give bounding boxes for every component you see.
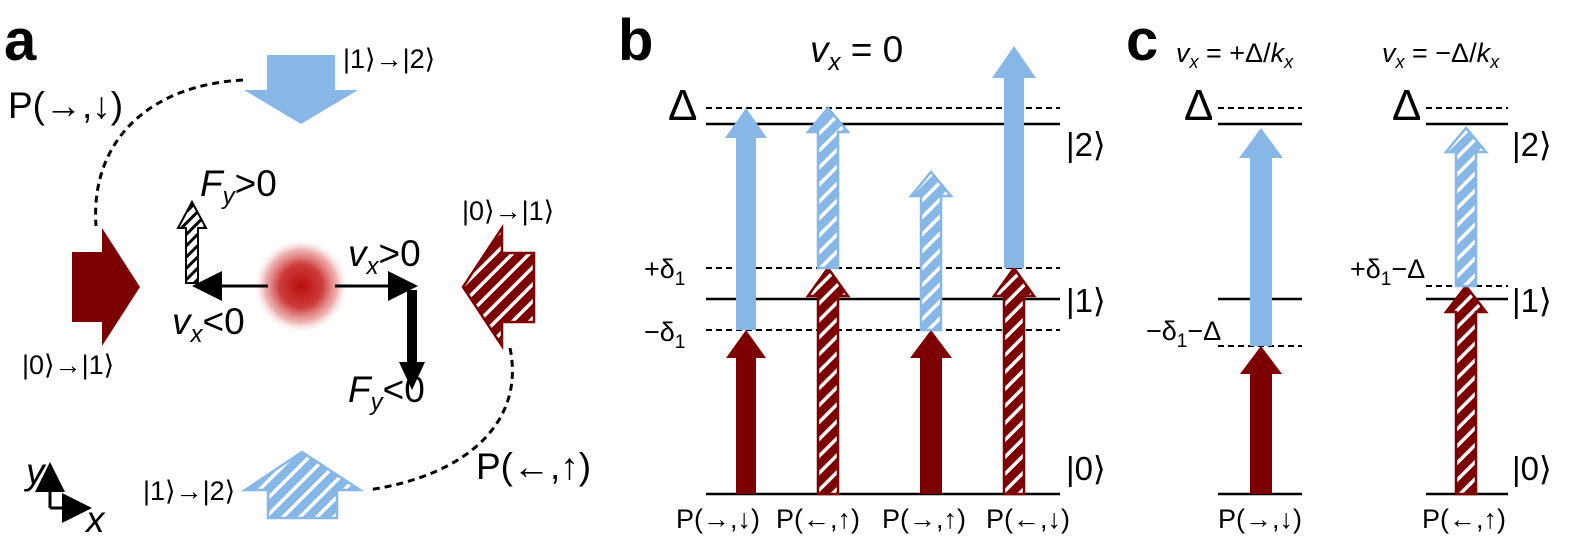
beam-top-label: |1⟩→|2⟩ — [343, 44, 435, 74]
c-right-column-label: P(←,↑) — [1422, 504, 1506, 534]
beam-left-solid-red — [72, 228, 140, 346]
panel-b-title: vx = 0 — [810, 29, 903, 76]
c-right-detuning-label: +δ1−Δ — [1350, 254, 1425, 290]
c-state-2-label: |2⟩ — [1512, 126, 1552, 163]
state-0-label: |0⟩ — [1066, 450, 1106, 487]
force-down-solid-arrow — [399, 290, 425, 390]
force-down-label: Fy<0 — [348, 369, 425, 416]
panel-a: a |1⟩→|2⟩ |0⟩→|1⟩ |0⟩→|1⟩ |1⟩→|2⟩ P(→,↓)… — [4, 8, 591, 540]
beam-left-label: |0⟩→|1⟩ — [22, 350, 114, 380]
col1-label: P(→,↓) — [676, 504, 760, 534]
col3-hatched-blue-arrow — [908, 170, 954, 332]
col1-red-arrow — [726, 330, 766, 494]
panel-c-letter: c — [1126, 8, 1158, 73]
path-top-label: P(→,↓) — [8, 85, 123, 126]
atom — [253, 238, 349, 334]
panel-c-title-left: vx = +Δ/kx — [1176, 38, 1294, 72]
col2-hatched-blue-arrow — [805, 106, 851, 270]
panel-c: c vx = +Δ/kx vx = −Δ/kx Δ −δ1−Δ P(→,↓) Δ… — [1126, 8, 1552, 534]
beam-bottom-label: |1⟩→|2⟩ — [143, 476, 235, 506]
path-bottom-dashed — [367, 347, 514, 492]
path-bottom-label: P(←,↑) — [476, 446, 591, 487]
beam-right-hatched-red — [461, 223, 536, 351]
col3-red-arrow — [910, 330, 952, 494]
c-right-delta-label: Δ — [1392, 81, 1421, 130]
col1-blue-arrow — [725, 108, 767, 330]
c-left-detuning-label: −δ1−Δ — [1146, 316, 1221, 352]
panel-a-letter: a — [4, 8, 37, 73]
axis-y-label: y — [23, 451, 47, 492]
c-right-hatched-red-arrow — [1443, 283, 1489, 496]
col2-hatched-red-arrow — [805, 265, 851, 496]
beam-bottom-hatched-blue — [240, 450, 365, 520]
state-2-label: |2⟩ — [1066, 126, 1106, 163]
col4-blue-arrow — [992, 46, 1036, 268]
delta-label: Δ — [668, 81, 697, 130]
c-left-blue-arrow — [1239, 128, 1283, 346]
plus-delta1-label: +δ1 — [644, 254, 685, 290]
col3-label: P(→,↑) — [882, 504, 966, 534]
col4-label: P(←,↓) — [986, 504, 1070, 534]
col4-hatched-red-arrow — [991, 265, 1037, 496]
c-left-delta-label: Δ — [1184, 81, 1213, 130]
velocity-positive-label: vx>0 — [348, 233, 421, 280]
axis-x-label: x — [84, 499, 106, 540]
col2-label: P(←,↑) — [776, 504, 860, 534]
c-state-1-label: |1⟩ — [1512, 282, 1552, 319]
path-top-dashed — [94, 78, 244, 227]
panel-b-letter: b — [618, 8, 653, 73]
c-right-hatched-blue-arrow — [1443, 126, 1489, 288]
velocity-negative-label: vx<0 — [172, 301, 245, 348]
panel-c-title-right: vx = −Δ/kx — [1382, 38, 1500, 72]
panel-b: b vx = 0 Δ +δ1 −δ1 |2⟩ |1⟩ |0⟩ P(→,↓) P(… — [618, 8, 1106, 534]
c-state-0-label: |0⟩ — [1512, 450, 1552, 487]
force-up-label: Fy>0 — [200, 163, 277, 210]
force-up-hatched-arrow — [176, 199, 208, 284]
minus-delta1-label: −δ1 — [644, 317, 685, 353]
state-1-label: |1⟩ — [1066, 282, 1106, 319]
c-left-column-label: P(→,↓) — [1218, 504, 1302, 534]
c-left-red-arrow — [1240, 346, 1282, 494]
beam-top-solid-blue — [244, 55, 358, 124]
beam-right-label: |0⟩→|1⟩ — [462, 196, 554, 226]
